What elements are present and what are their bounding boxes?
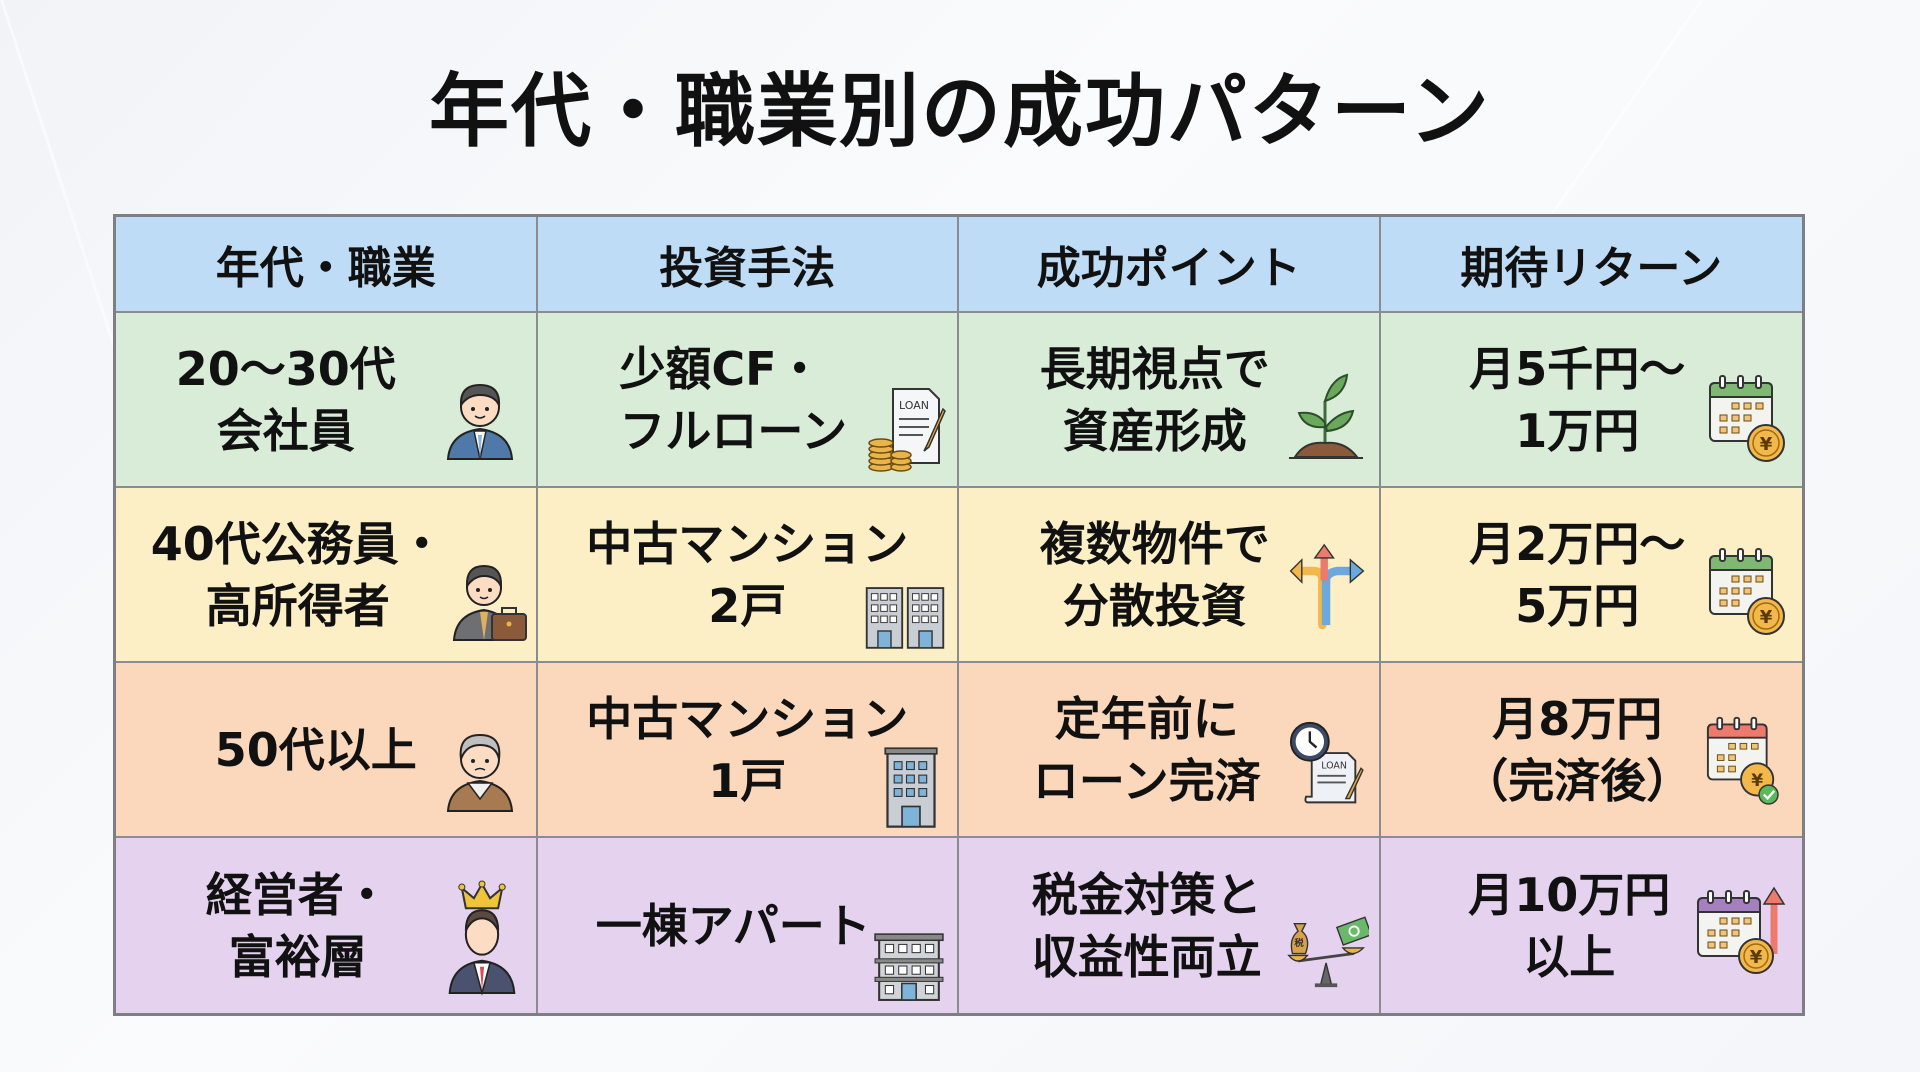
cell-text: 1万円 xyxy=(1515,403,1640,458)
table-cell-point: 税金対策と収益性両立 税 xyxy=(959,838,1381,1013)
cell-text: 分散投資 xyxy=(1062,578,1247,633)
svg-text:¥: ¥ xyxy=(1750,947,1763,968)
building-icon xyxy=(883,743,939,833)
apartment-building-icon xyxy=(873,930,945,1002)
page-title: 年代・職業別の成功パターン xyxy=(429,65,1491,158)
cell-text: 資産形成 xyxy=(1062,403,1247,458)
young-office-worker-icon xyxy=(438,371,522,461)
header-profile: 年代・職業 xyxy=(116,217,538,313)
svg-text:LOAN: LOAN xyxy=(899,399,929,412)
table-cell-return: 月2万円〜 5万円 ¥ xyxy=(1380,488,1802,663)
header-return: 期待リターン xyxy=(1380,217,1802,313)
businessman-briefcase-icon xyxy=(446,552,530,642)
svg-text:¥: ¥ xyxy=(1751,771,1763,791)
header-label: 投資手法 xyxy=(659,243,836,294)
table-cell-method: 中古マンション 1戸 xyxy=(537,663,959,838)
success-pattern-table: 年代・職業 投資手法 成功ポイント 期待リターン 20〜30代会社員 少額CF・… xyxy=(113,214,1805,1016)
table-cell-method: 少額CF・フルローン LOAN xyxy=(537,313,959,488)
cell-text: 40代公務員・ xyxy=(150,516,445,571)
header-label: 期待リターン xyxy=(1460,243,1723,294)
cell-text: 以上 xyxy=(1523,929,1616,984)
tax-balance-scale-icon: 税 xyxy=(1285,902,1369,992)
cell-text: 少額CF・ xyxy=(619,341,823,396)
table-cell-point: 長期視点で資産形成 xyxy=(959,313,1381,488)
cell-text: 20〜30代 xyxy=(175,341,396,396)
cell-text: 月2万円〜 xyxy=(1469,516,1686,571)
cell-text: 月5千円〜 xyxy=(1469,341,1686,396)
svg-text:税: 税 xyxy=(1294,937,1304,949)
sprout-icon xyxy=(1283,371,1367,461)
cell-text: 定年前に xyxy=(1054,691,1239,746)
table-cell-return: 月8万円 （完済後） ¥ xyxy=(1380,663,1802,838)
cell-text: 5万円 xyxy=(1515,578,1640,633)
cell-text: 2戸 xyxy=(708,578,787,633)
cell-text: 富裕層 xyxy=(228,929,367,984)
cell-text: 中古マンション xyxy=(586,691,909,746)
cell-text: 月8万円 xyxy=(1492,691,1663,746)
table-cell-point: 複数物件で分散投資 xyxy=(959,488,1381,663)
header-method: 投資手法 xyxy=(537,217,959,313)
svg-text:¥: ¥ xyxy=(1760,434,1773,455)
cell-text: 税金対策と xyxy=(1031,867,1262,922)
table-cell-point: 定年前にローン完済 LOAN xyxy=(959,663,1381,838)
cell-text: 複数物件で xyxy=(1039,516,1270,571)
cell-text: ローン完済 xyxy=(1032,753,1261,808)
calendar-yen-icon: ¥ xyxy=(1704,546,1788,636)
calendar-yen-check-icon: ¥ xyxy=(1700,715,1784,805)
executive-crown-icon xyxy=(440,880,524,996)
table-cell-profile: 40代公務員・高所得者 xyxy=(116,488,538,663)
svg-text:¥: ¥ xyxy=(1760,607,1773,628)
table-cell-return: 月5千円〜 1万円 ¥ xyxy=(1380,313,1802,488)
cell-text: 月10万円 xyxy=(1468,867,1671,922)
cell-text: 長期視点で xyxy=(1039,341,1270,396)
cell-text: 会社員 xyxy=(216,403,355,458)
calendar-yen-up-arrow-icon: ¥ xyxy=(1694,884,1794,974)
loan-document-coins-icon: LOAN xyxy=(865,385,949,475)
calendar-yen-icon: ¥ xyxy=(1704,373,1788,463)
table-cell-profile: 20〜30代会社員 xyxy=(116,313,538,488)
cell-text: 1戸 xyxy=(708,753,787,808)
header-point: 成功ポイント xyxy=(959,217,1381,313)
svg-text:LOAN: LOAN xyxy=(1321,760,1347,771)
clock-loan-document-icon: LOAN xyxy=(1283,719,1367,809)
table-cell-method: 一棟アパート xyxy=(537,838,959,1013)
cell-text: 一棟アパート xyxy=(595,898,871,953)
table-cell-return: 月10万円以上 ¥ xyxy=(1380,838,1802,1013)
table-cell-profile: 50代以上 xyxy=(116,663,538,838)
table-cell-profile: 経営者・富裕層 xyxy=(116,838,538,1013)
cell-text: 50代以上 xyxy=(214,722,417,777)
cell-text: 中古マンション xyxy=(586,516,909,571)
header-label: 年代・職業 xyxy=(215,243,436,294)
senior-man-icon xyxy=(438,723,522,813)
diverging-arrows-icon xyxy=(1285,540,1369,630)
cell-text: フルローン xyxy=(619,403,848,458)
cell-text: 経営者・ xyxy=(205,867,390,922)
cell-text: 収益性両立 xyxy=(1031,929,1262,984)
cell-text: 高所得者 xyxy=(205,578,390,633)
cell-text: （完済後） xyxy=(1462,753,1693,808)
header-label: 成功ポイント xyxy=(1036,243,1301,294)
two-buildings-icon xyxy=(863,572,947,662)
table-cell-method: 中古マンション 2戸 xyxy=(537,488,959,663)
